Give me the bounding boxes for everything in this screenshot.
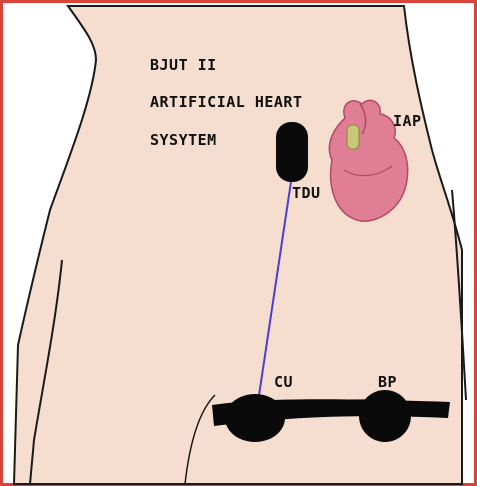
label-iap: IAP [393, 112, 422, 130]
iap-graft [347, 125, 359, 149]
cu-device [225, 394, 285, 442]
label-tdu: TDU [292, 184, 321, 202]
label-cu: CU [274, 373, 293, 391]
title-line-1: BJUT II [150, 56, 217, 74]
tdu-device [276, 122, 308, 182]
bp-device [359, 390, 411, 442]
label-bp: BP [378, 373, 397, 391]
title-line-3: SYSYTEM [150, 131, 217, 149]
title-line-2: ARTIFICIAL HEART [150, 93, 303, 111]
